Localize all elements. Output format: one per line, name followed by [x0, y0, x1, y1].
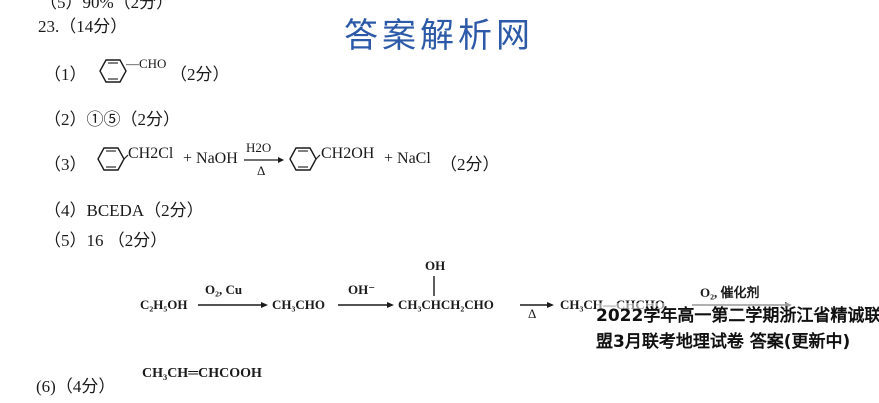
intermediate-acetaldehyde: CH₃CHO	[272, 297, 326, 312]
watermark-bottom: 2022学年高一第二学期浙江省精诚联盟3月联考地理试卷 答案(更新中)	[596, 303, 879, 355]
bond-line-icon	[433, 276, 435, 296]
reaction-arrow-icon	[338, 302, 394, 308]
answer-1-number: （1）	[44, 65, 87, 84]
answer-2: （2）①⑤（2分）	[44, 110, 180, 129]
reactant-ethanol: C₂H₅OH	[140, 297, 188, 312]
question-number: 23.（14分）	[38, 17, 128, 36]
answer-6-number: (6)（4分）	[36, 377, 116, 396]
chloromethyl-group: CH2Cl	[128, 145, 174, 162]
condition-oxidation: O₂, Cu	[205, 282, 243, 297]
answer-3-score: （2分）	[440, 155, 500, 174]
benzene-ring-icon	[97, 147, 129, 171]
answer-5: （5）16 （2分）	[44, 231, 168, 250]
answer-4: （4）BCEDA（2分）	[44, 201, 204, 220]
benzene-ring-icon	[289, 147, 321, 171]
watermark-top: 答案解析网	[344, 16, 534, 56]
partial-line-top: （5）90%（2分）	[40, 0, 174, 12]
final-product: CH₃CH═CHCOOH	[142, 366, 262, 381]
product-nacl: + NaCl	[384, 150, 431, 167]
reaction-arrow-icon	[520, 302, 554, 308]
reagent-naoh: + NaOH	[183, 150, 238, 167]
intermediate-aldol: CH₃CHCH₂CHO	[398, 297, 494, 312]
condition-water: H2O	[246, 140, 272, 155]
aldehyde-group: —CHO	[126, 56, 167, 71]
condition-heat-2: Δ	[528, 306, 537, 321]
condition-base: OH⁻	[348, 282, 376, 297]
hydroxyl-label: OH	[425, 258, 446, 273]
reaction-arrow-icon	[198, 302, 268, 308]
hydroxymethyl-group: CH2OH	[321, 145, 375, 162]
answer-1-score: （2分）	[170, 65, 230, 84]
condition-heat: Δ	[257, 163, 266, 178]
answer-3-number: （3）	[44, 155, 87, 174]
condition-catalyst: O₂, 催化剂	[700, 285, 760, 300]
reaction-arrow-icon	[244, 157, 284, 163]
benzene-ring-icon	[99, 59, 127, 83]
